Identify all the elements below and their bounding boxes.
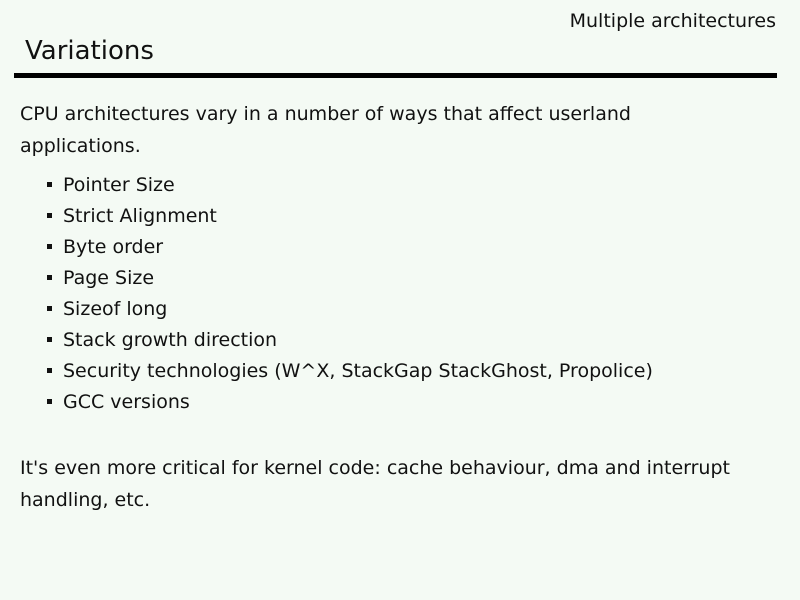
list-item: Sizeof long [47,293,653,324]
slide-header-label: Multiple architectures [569,10,776,32]
list-item-label: Byte order [63,235,164,258]
bullet-square-icon [47,368,52,373]
list-item: Security technologies (W^X, StackGap Sta… [47,355,653,386]
list-item-label: GCC versions [63,390,190,413]
bullet-square-icon [47,399,52,404]
list-item: Pointer Size [47,169,653,200]
list-item: Strict Alignment [47,200,653,231]
title-underline [14,73,777,78]
footer-paragraph: It's even more critical for kernel code:… [20,457,730,511]
list-item-label: Sizeof long [63,297,168,320]
page-title: Variations [25,36,154,66]
bullet-square-icon [47,275,52,280]
list-item-label: Strict Alignment [63,204,217,227]
intro-paragraph: CPU architectures vary in a number of wa… [20,103,631,157]
bullet-square-icon [47,337,52,342]
list-item-label: Security technologies (W^X, StackGap Sta… [63,359,653,382]
list-item: Stack growth direction [47,324,653,355]
bullet-square-icon [47,244,52,249]
list-item: Page Size [47,262,653,293]
list-item: Byte order [47,231,653,262]
list-item: GCC versions [47,386,653,417]
list-item-label: Page Size [63,266,155,289]
list-item-label: Pointer Size [63,173,175,196]
bullet-square-icon [47,182,52,187]
list-item-label: Stack growth direction [63,328,278,351]
bullet-square-icon [47,306,52,311]
bullet-square-icon [47,213,52,218]
